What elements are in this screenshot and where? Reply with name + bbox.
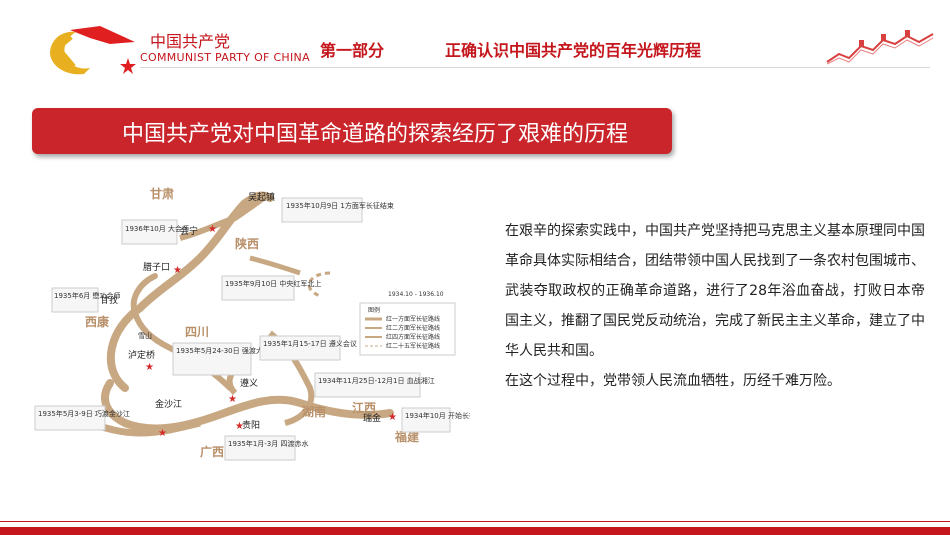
body-text: 在艰辛的探索实践中，中国共产党坚持把马克思主义基本原理同中国革命具体实际相结合，…	[505, 216, 925, 396]
star-icon: ★	[228, 394, 237, 405]
province-label: 四川	[185, 325, 209, 339]
part-label: 第一部分	[320, 41, 385, 60]
province-label: 陕西	[235, 236, 259, 251]
place-label: 瑞金	[363, 412, 381, 424]
province-label: 福建	[394, 429, 420, 444]
star-icon: ★	[145, 362, 154, 373]
star-icon: ★	[208, 224, 217, 235]
banner-title: 中国共产党对中国革命道路的探索经历了艰难的历程	[122, 122, 629, 147]
great-wall-icon	[826, 30, 934, 65]
note-text: 1935年10月9日 1方面军长征结束	[286, 201, 394, 210]
place-label: 金沙江	[155, 398, 182, 410]
note-text: 1934年11月25日-12月1日 血战湘江	[318, 376, 435, 385]
legend-title: 图例	[368, 306, 380, 314]
place-label: 遵义	[240, 377, 258, 389]
map-legend: 1934.10 - 1936.10 图例 红一方面军长征路线 红二方面军长征路线…	[359, 291, 456, 356]
body-paragraph: 在这个过程中，党带领人民流血牺牲，历经千难万险。	[505, 373, 841, 389]
footer-bar	[0, 527, 950, 535]
province-label: 广西	[200, 444, 224, 459]
province-label: 甘肃	[150, 186, 174, 201]
place-label: 雪山	[138, 331, 152, 340]
note-text: 1934年10月 开始长征	[405, 411, 470, 420]
note-text: 1935年6月 懋功会师	[54, 291, 121, 300]
place-label: 泸定桥	[128, 349, 155, 361]
long-march-map: 甘肃 陕西 西康 四川 湖南 江西 福建 广西 吴起镇 会宁 腊子口 甘孜 泸定…	[34, 186, 470, 461]
note-text: 1935年5月3-9日 巧渡金沙江	[38, 409, 130, 418]
note-text: 1936年10月 大会师	[125, 224, 189, 233]
star-icon: ★	[235, 421, 244, 432]
brand-en: COMMUNIST PARTY OF CHINA	[140, 51, 310, 64]
note-text: 1935年1月15-17日 遵义会议	[263, 339, 357, 348]
star-icon: ★	[158, 428, 167, 439]
legend-item: 红四方面军长征路线	[386, 333, 440, 341]
part-title: 正确认识中国共产党的百年光辉历程	[445, 41, 702, 60]
province-label: 湖南	[302, 404, 326, 419]
place-label: 腊子口	[143, 262, 170, 273]
province-label: 江西	[352, 400, 376, 415]
note-text: 1935年5月24-30日 强渡大渡河 飞夺泸定桥	[176, 346, 314, 355]
header-divider	[140, 67, 930, 68]
note-text: 1935年9月10日 中央红军北上	[225, 279, 321, 288]
legend-item: 红二方面军长征路线	[386, 324, 440, 332]
brand-cn: 中国共产党	[150, 32, 231, 51]
title-banner: 中国共产党对中国革命道路的探索经历了艰难的历程	[32, 108, 672, 154]
place-label: 贵阳	[242, 419, 260, 431]
province-label: 西康	[85, 314, 110, 329]
note-text: 1935年1月-3月 四渡赤水	[228, 439, 308, 448]
footer-divider	[0, 521, 950, 522]
legend-item: 红一方面军长征路线	[386, 315, 440, 323]
party-emblem-icon	[50, 26, 136, 75]
body-paragraph: 在艰辛的探索实践中，中国共产党坚持把马克思主义基本原理同中国革命具体实际相结合，…	[505, 223, 925, 359]
legend-period: 1934.10 - 1936.10	[388, 291, 444, 298]
note-boxes: 1935年10月9日 1方面军长征结束 1936年10月 大会师 1935年9月…	[34, 197, 470, 461]
header: 中国共产党 COMMUNIST PARTY OF CHINA 第一部分 正确认识…	[0, 0, 950, 78]
star-icon: ★	[173, 265, 182, 276]
star-icon: ★	[388, 412, 397, 423]
place-label: 甘孜	[100, 294, 118, 306]
place-label: 吴起镇	[248, 191, 275, 203]
place-label: 会宁	[180, 225, 198, 237]
star-markers: ★ ★ ★ ★ ★ ★ ★	[145, 224, 397, 439]
legend-item: 红二十五军长征路线	[386, 342, 440, 350]
